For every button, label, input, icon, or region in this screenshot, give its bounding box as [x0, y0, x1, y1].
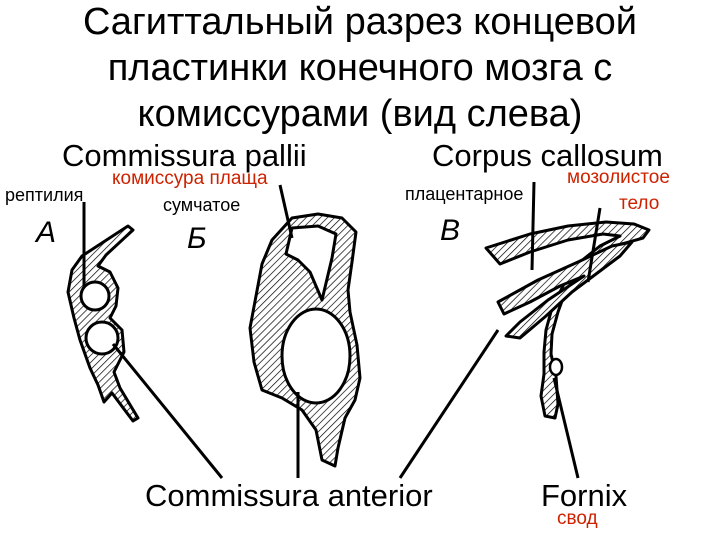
marsupial-anterior-commissure	[280, 307, 352, 405]
pointer-corpus-callosum	[530, 181, 536, 271]
corpus-callosum-outer-layer	[484, 220, 651, 420]
label-fornix: Fornix	[541, 478, 628, 513]
placental-lamina-section	[484, 220, 651, 420]
label-commissura-anterior: Commissura anterior	[145, 478, 433, 513]
letter-b: Б	[187, 222, 207, 255]
label-mozolistoe: мозолистое	[567, 167, 670, 188]
letter-v: В	[440, 214, 461, 247]
label-commissura-pallii: Commissura pallii	[62, 138, 307, 173]
marsupial-lamina-section	[248, 212, 362, 468]
title-line-3: комиссурами (вид слева)	[137, 93, 583, 135]
letter-a: А	[36, 216, 57, 249]
corpus-callosum-inner-layer	[496, 240, 634, 340]
pointer-telo	[586, 207, 602, 283]
label-sumchatoe: сумчатое	[163, 195, 241, 215]
label-reptilia: рептилия	[5, 185, 84, 205]
pointer-commissura-anterior-a	[111, 343, 224, 479]
label-svod: свод	[557, 508, 598, 529]
marsupial-pallial-commissure	[284, 224, 338, 302]
pallial-commissure-bundle	[79, 280, 111, 312]
pointer-commissura-pallii	[278, 184, 294, 239]
pointer-commissura-anterior-c	[398, 329, 500, 479]
pointer-fornix	[552, 377, 580, 479]
pointer-lines	[82, 181, 602, 479]
fornix-fiber-bundle	[548, 357, 564, 377]
label-corpus-callosum: Corpus callosum	[432, 138, 663, 173]
reptile-lamina-section	[66, 224, 140, 423]
title-line-1: Сагиттальный разрез концевой	[82, 1, 638, 43]
title-line-2: пластинки конечного мозга с	[107, 47, 613, 89]
anterior-commissure-bundle	[84, 320, 120, 356]
label-komissura-plashcha: комиссура плаща	[112, 168, 268, 189]
label-telo: тело	[619, 193, 660, 214]
label-placentarnoe: плацентарное	[405, 184, 524, 204]
